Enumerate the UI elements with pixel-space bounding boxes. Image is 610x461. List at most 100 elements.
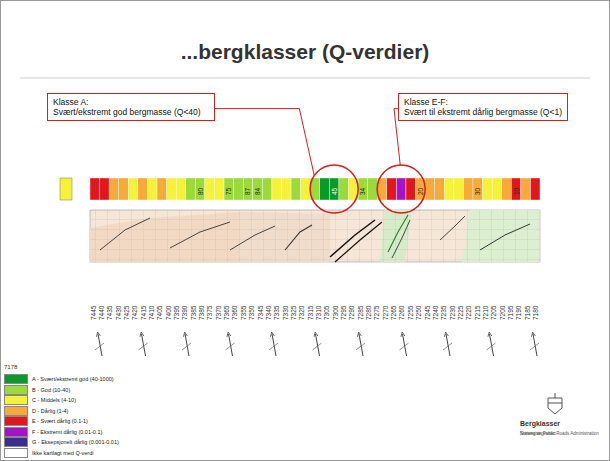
q-value: 30 [474,188,481,195]
chainage: 7240 [432,306,439,320]
slide-title: ...bergklasser (Q-verdier) [0,40,610,64]
chainage: 7190 [515,306,522,320]
legend-swatch [4,448,28,458]
chainage: 7310 [315,306,322,320]
chainage: 7245 [424,306,431,320]
chainage: 7380 [198,306,205,320]
chainage: 7320 [298,306,305,320]
chainage: 7385 [190,306,197,320]
chainage: 7340 [265,306,272,320]
chainage: 7260 [398,306,405,320]
callout-text: Klasse E-F: [404,97,562,107]
legend-row: E - Svært dårlig (0.1-1) [4,416,88,426]
chainage: 7315 [307,306,314,320]
chainage: 7350 [248,306,255,320]
legend-row: A - Svært/ekstremt god (40-1000) [4,374,114,384]
chainage: 7275 [373,306,380,320]
callout-text: Svært/ekstremt god bergmasse (Q<40) [53,107,209,117]
chainage: 7435 [106,306,113,320]
legend-text: Ikke kartlagt med Q-verdi [32,449,93,455]
chainage: 7400 [165,306,172,320]
chainage: 7235 [440,306,447,320]
legend-row: C - Middels (4-10) [4,395,76,405]
q-value-bar [60,178,540,200]
legend-row: B - God (10-40) [4,385,70,395]
chainage: 7215 [474,306,481,320]
chainage: 7185 [524,306,531,320]
chainage: 7415 [140,306,147,320]
chainage: 7325 [290,306,297,320]
legend-row: F - Ekstremt dårlig (0.01-0.1) [4,427,102,437]
chainage: 7390 [181,306,188,320]
highlight-circle [377,165,425,213]
q-value: 20 [417,188,424,195]
chainage: 7360 [231,306,238,320]
q-value: 80 [197,188,204,195]
chainage: 7305 [323,306,330,320]
callout-box: Klasse A:Svært/ekstremt god bergmasse (Q… [47,93,215,121]
legend-text: C - Middels (4-10) [32,397,76,403]
title-rule [20,78,590,79]
chainage: 7425 [123,306,130,320]
callout-box: Klasse E-F:Svært til ekstremt dårlig ber… [398,93,568,121]
chainage: 7230 [449,306,456,320]
chainage: 7225 [457,306,464,320]
logo-icon [548,393,562,414]
legend-text: B - God (10-40) [32,386,70,392]
q-value: 75 [225,188,232,195]
chainage: 7250 [415,306,422,320]
legend-swatch [4,406,28,416]
leader-line [215,109,314,176]
chainage: 7295 [340,306,347,320]
chainage: 7200 [499,306,506,320]
chainage: 7285 [357,306,364,320]
legend-swatch [4,427,28,437]
q-value: 10 [513,188,520,195]
logo-subtitle: Norwegian Public Roads Administration [520,431,600,436]
legend-text: E - Svært dårlig (0.1-1) [32,418,88,424]
legend-row: G - Eksepsjonelt dårlig (0.001-0.01) [4,437,119,447]
q-value: 87 [244,188,251,195]
chainage: 7345 [257,306,264,320]
chainage: 7420 [131,306,138,320]
highlight-circle [310,165,358,213]
legend-swatch [4,385,28,395]
legend-swatch [4,374,28,384]
chainage: 7375 [206,306,213,320]
legend-text: A - Svært/ekstremt god (40-1000) [32,376,114,382]
chainage: 7395 [173,306,180,320]
legend-text: G - Eksepsjonelt dårlig (0.001-0.01) [32,439,119,445]
q-value: 84 [254,188,261,195]
chainage: 7370 [215,306,222,320]
chainage: 7440 [98,306,105,320]
chainage: 7195 [507,306,514,320]
legend-row: Ikke kartlagt med Q-verdi [4,448,93,458]
chainage: 7180 [532,306,539,320]
legend-heading: 7178 [4,364,17,370]
q-value: 34 [359,188,366,195]
chainage: 7255 [407,306,414,320]
logo-name: Bergklasser [520,420,560,427]
legend-text: F - Ekstremt dårlig (0.01-0.1) [32,428,102,434]
chainage: 7270 [382,306,389,320]
legend-swatch [4,395,28,405]
chainage: 7405 [156,306,163,320]
chainage: 7205 [490,306,497,320]
chainage: 7280 [365,306,372,320]
chainage: 7430 [115,306,122,320]
chainage: 7300 [332,306,339,320]
callout-text: Svært til ekstremt dårlig bergmasse (Q<1… [404,107,562,117]
chainage: 7355 [240,306,247,320]
legend-swatch [4,437,28,447]
chainage: 7330 [282,306,289,320]
chainage: 7210 [482,306,489,320]
direction-arrows [95,334,539,356]
chainage: 7220 [465,306,472,320]
chainage: 7410 [148,306,155,320]
chainage: 7335 [273,306,280,320]
legend-row: D - Dårlig (1-4) [4,406,68,416]
q-value: 45 [331,188,338,195]
